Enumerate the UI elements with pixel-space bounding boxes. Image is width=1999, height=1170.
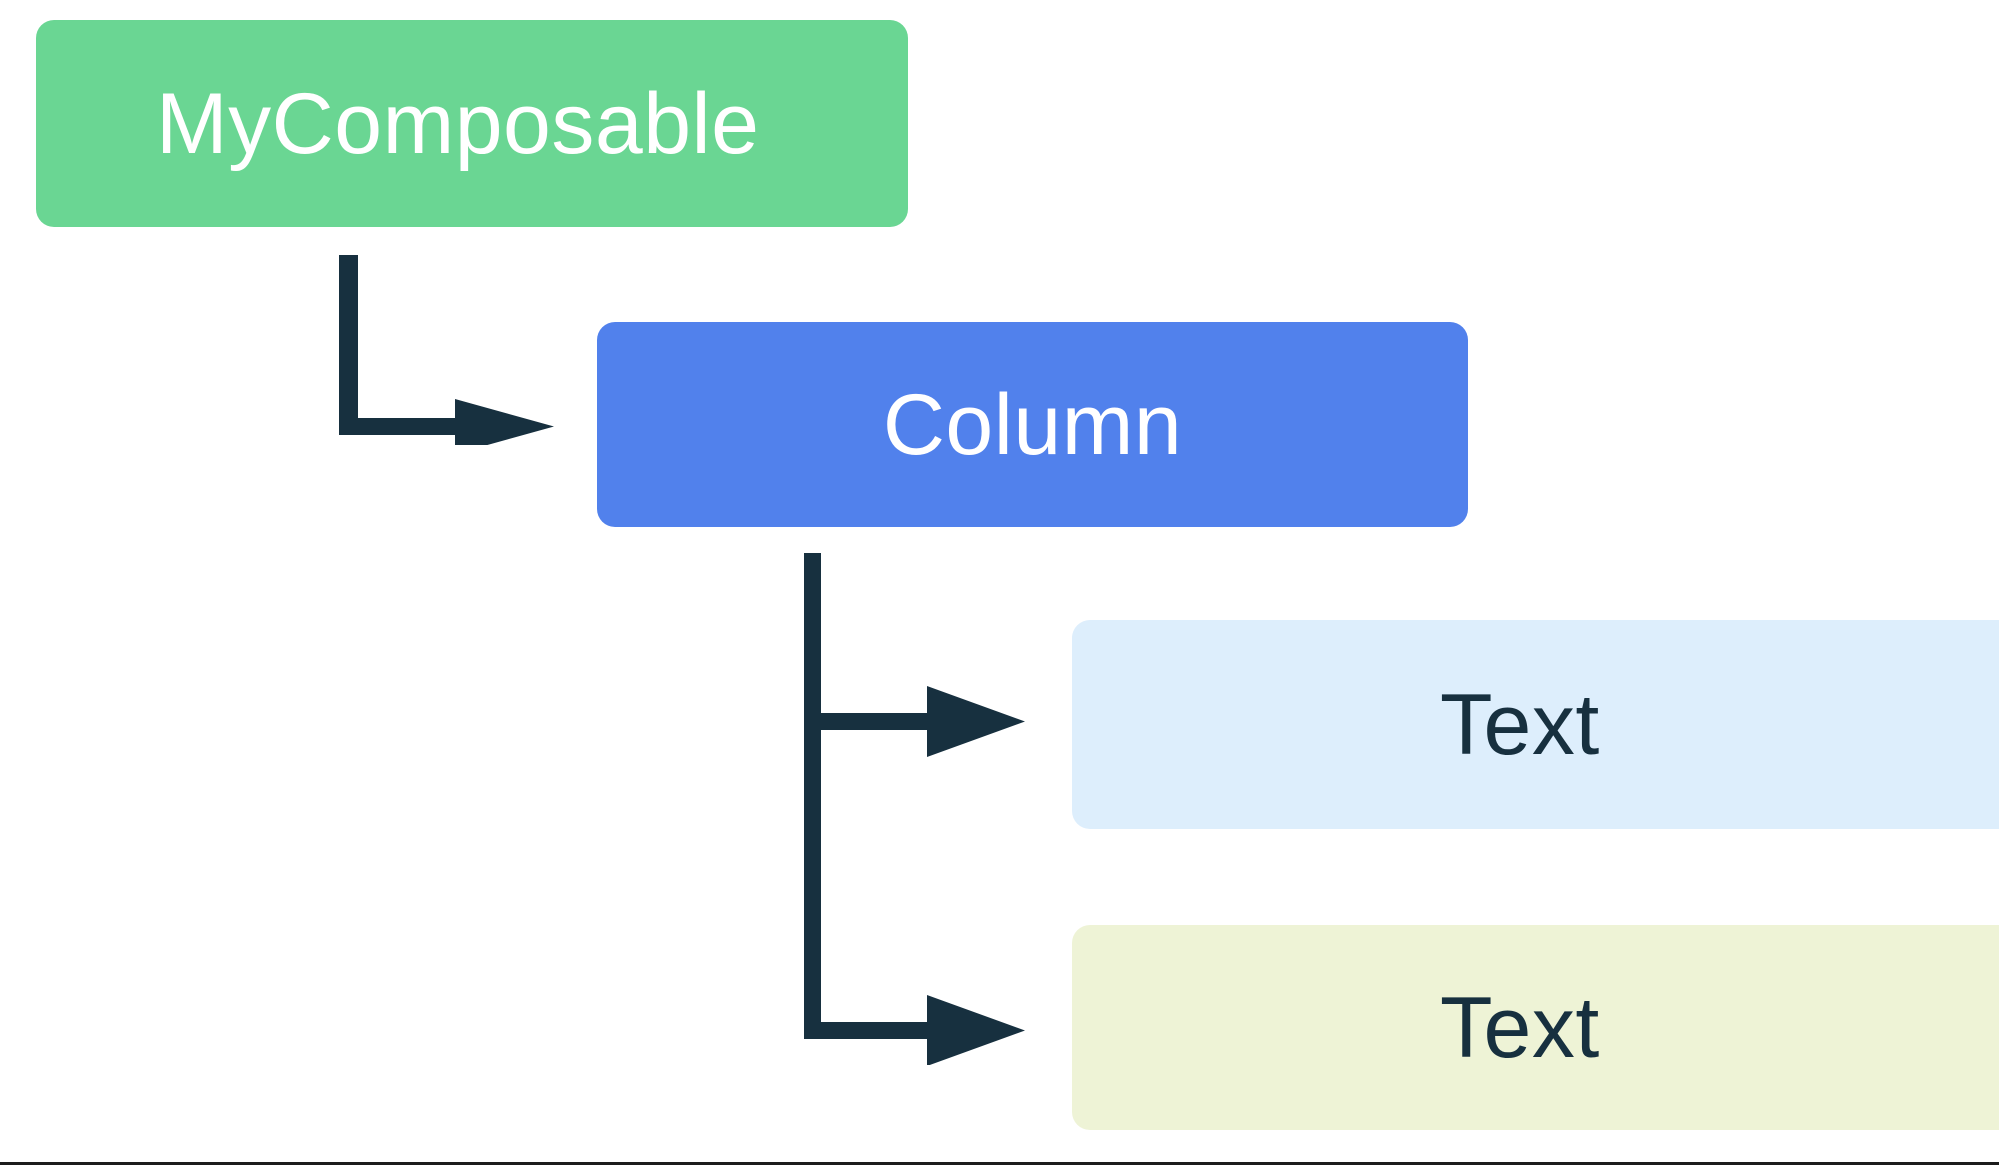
node-mycomposable[interactable]: MyComposable [36, 20, 908, 227]
node-text-second-label: Text [1440, 979, 1600, 1076]
node-mycomposable-label: MyComposable [156, 75, 760, 172]
node-text-second[interactable]: Text [1072, 925, 1999, 1130]
connector-column-to-children-arrow-icon [804, 553, 1025, 1065]
connector-root-to-column-arrow-icon [339, 246, 554, 445]
bottom-divider [0, 1162, 1999, 1165]
node-column[interactable]: Column [597, 322, 1468, 527]
node-column-label: Column [882, 376, 1183, 473]
node-text-first[interactable]: Text [1072, 620, 1999, 829]
node-text-first-label: Text [1440, 676, 1600, 773]
